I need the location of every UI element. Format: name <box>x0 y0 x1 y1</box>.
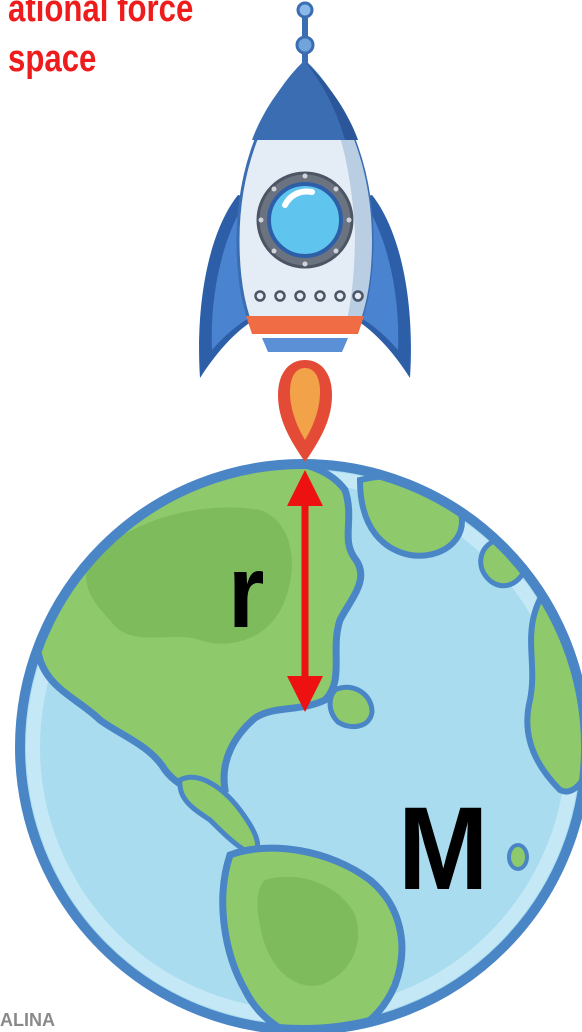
footer-credit: ALINA <box>0 1011 55 1029</box>
title-line-1: ational force <box>8 0 193 28</box>
distance-label: r <box>228 540 264 644</box>
earth-icon <box>20 461 582 1032</box>
title-line-2: space <box>8 40 96 78</box>
window-porthole-icon <box>258 173 352 267</box>
mass-label: M <box>398 790 488 908</box>
flame-icon <box>278 360 332 462</box>
rocket-icon <box>199 3 411 462</box>
